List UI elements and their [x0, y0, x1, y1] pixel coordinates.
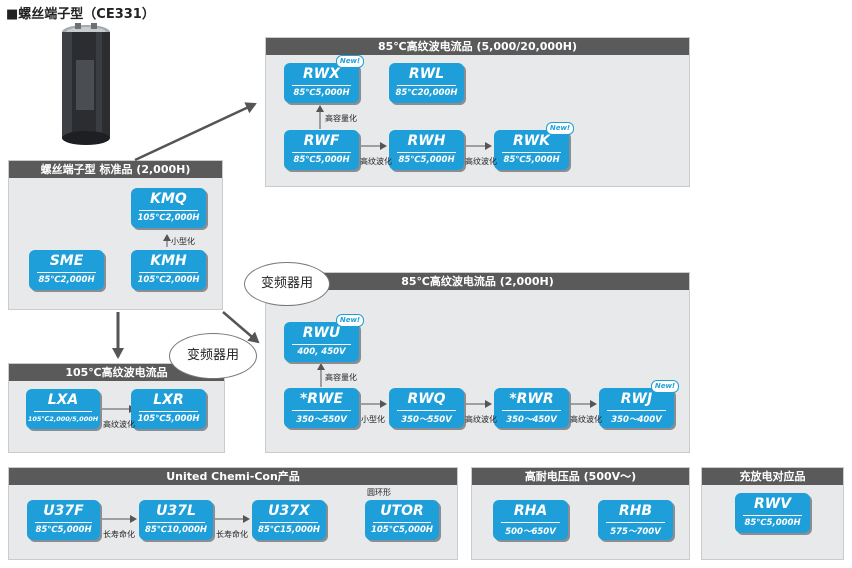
node-rwq-name: RWQ: [407, 391, 446, 407]
node-rwr-spec: 350～450V: [506, 415, 557, 425]
node-u37f[interactable]: U37F 85℃5,000H: [27, 500, 100, 540]
label-85long-high-ripple-2: 高纹波化: [465, 157, 497, 166]
node-rwr[interactable]: *RWR 350～450V: [494, 388, 569, 428]
node-rwf-name: RWF: [303, 133, 340, 149]
node-sme-spec: 85℃2,000H: [38, 275, 95, 285]
node-kmq[interactable]: KMQ 105℃2,000H: [131, 188, 206, 228]
node-rhb-spec: 575～700V: [610, 527, 661, 537]
panel-ripple85-2000-title: 85℃高纹波电流品 (2,000H): [266, 273, 689, 290]
node-u37x-spec: 85℃15,000H: [257, 525, 321, 535]
node-rwq[interactable]: RWQ 350～550V: [389, 388, 464, 428]
label-ucc-toroidal: 圆环形: [367, 488, 391, 497]
node-rwk-spec: 85℃5,000H: [503, 155, 560, 165]
node-u37l[interactable]: U37L 85℃10,000H: [139, 500, 213, 540]
node-kmh[interactable]: KMH 105℃2,000H: [131, 250, 206, 290]
node-lxa[interactable]: LXA 105℃2,000/5,000H: [26, 389, 100, 429]
node-u37f-spec: 85℃5,000H: [35, 525, 92, 535]
node-rwx-name: RWX: [302, 66, 341, 82]
new-badge: New!: [336, 314, 364, 327]
node-rhb[interactable]: RHB 575～700V: [598, 500, 673, 540]
node-rwe-prefix: *: [299, 391, 308, 407]
node-u37x[interactable]: U37X 85℃15,000H: [252, 500, 326, 540]
node-rwr-name: RWR: [516, 391, 554, 407]
node-rwf-spec: 85℃5,000H: [293, 155, 350, 165]
bubble-inverter-2: 变频器用: [169, 333, 257, 379]
node-utor-spec: 105℃5,000H: [370, 525, 434, 535]
label-85long-high-ripple-1: 高纹波化: [360, 157, 392, 166]
node-rwr-prefix: *: [509, 391, 517, 407]
node-rwv-spec: 85℃5,000H: [744, 518, 801, 528]
node-utor-name: UTOR: [380, 503, 424, 519]
node-utor[interactable]: UTOR 105℃5,000H: [365, 500, 439, 540]
label-ucc-long-life-1: 长寿命化: [103, 530, 135, 539]
node-rwj[interactable]: RWJ 350～400V New!: [599, 380, 679, 428]
label-standard-miniaturize: 小型化: [171, 237, 195, 246]
capacitor-image: [62, 23, 110, 145]
bubble-inverter-1: 变频器用: [244, 262, 330, 306]
node-lxr-spec: 105℃5,000H: [137, 414, 200, 424]
node-rwx[interactable]: RWX 85℃5,000H New!: [284, 55, 364, 103]
node-u37f-name: U37F: [43, 503, 84, 519]
node-kmh-name: KMH: [150, 253, 187, 269]
node-rwl[interactable]: RWL 85℃20,000H: [389, 63, 464, 103]
node-lxa-name: LXA: [47, 392, 79, 408]
node-rwx-spec: 85℃5,000H: [293, 88, 350, 98]
new-badge: New!: [336, 55, 364, 68]
panel-ripple105-title: 105℃高纹波电流品: [9, 364, 224, 381]
node-rwk[interactable]: RWK 85℃5,000H New!: [494, 122, 574, 170]
node-rwf[interactable]: RWF 85℃5,000H: [284, 130, 359, 170]
node-rha-name: RHA: [513, 503, 548, 519]
node-lxa-spec: 105℃2,000/5,000H: [27, 415, 99, 423]
label-85-2000-high-ripple-2: 高纹波化: [570, 415, 602, 424]
node-rwj-name: RWJ: [620, 391, 653, 407]
label-105-high-ripple: 高纹波化: [103, 420, 135, 429]
node-rwq-spec: 350～550V: [401, 415, 452, 425]
new-badge: New!: [546, 122, 574, 135]
panel-ripple85-long-title: 85℃高纹波电流品 (5,000/20,000H): [266, 38, 689, 55]
node-rwj-spec: 350～400V: [611, 415, 662, 425]
node-u37l-name: U37L: [156, 503, 196, 519]
node-rwl-spec: 85℃20,000H: [395, 88, 458, 98]
label-85-2000-miniaturize: 小型化: [361, 415, 385, 424]
node-rwe[interactable]: *RWE 350～550V: [284, 388, 359, 428]
node-rwe-name: RWE: [307, 391, 344, 407]
label-ucc-long-life-2: 长寿命化: [216, 530, 248, 539]
node-rwl-name: RWL: [408, 66, 445, 82]
node-rwv-name: RWV: [753, 496, 792, 512]
node-sme[interactable]: SME 85℃2,000H: [29, 250, 104, 290]
node-kmh-spec: 105℃2,000H: [137, 275, 200, 285]
node-rha-spec: 500～650V: [505, 527, 556, 537]
panel-ucc-title: United Chemi-Con产品: [9, 468, 457, 485]
panel-standard-title: 螺丝端子型 标准品 (2,000H): [9, 161, 222, 178]
node-rwk-name: RWK: [512, 133, 551, 149]
node-rwu-spec: 400, 450V: [297, 347, 346, 357]
node-rwu-name: RWU: [302, 325, 341, 341]
node-rwh-spec: 85℃5,000H: [398, 155, 455, 165]
node-lxr-name: LXR: [153, 392, 184, 408]
node-rwu[interactable]: RWU 400, 450V New!: [284, 314, 364, 362]
label-85-2000-high-ripple-1: 高纹波化: [465, 415, 497, 424]
new-badge: New!: [651, 380, 679, 393]
node-rwe-spec: 350～550V: [296, 415, 347, 425]
node-rwv[interactable]: RWV 85℃5,000H: [735, 493, 810, 533]
node-kmq-spec: 105℃2,000H: [137, 213, 200, 223]
node-u37x-name: U37X: [268, 503, 310, 519]
label-85-2000-high-capacity: 高容量化: [325, 373, 357, 382]
node-sme-name: SME: [49, 253, 84, 269]
panel-charge-title: 充放电对应品: [702, 468, 843, 485]
node-kmq-name: KMQ: [150, 191, 187, 207]
node-rhb-name: RHB: [618, 503, 653, 519]
label-85long-high-capacity: 高容量化: [325, 114, 357, 123]
panel-hv-title: 高耐电压品 (500V～): [472, 468, 689, 485]
node-rwh-name: RWH: [407, 133, 446, 149]
node-rwh[interactable]: RWH 85℃5,000H: [389, 130, 464, 170]
page-title: ■螺丝端子型（CE331）: [6, 7, 155, 22]
node-rha[interactable]: RHA 500～650V: [493, 500, 568, 540]
node-lxr[interactable]: LXR 105℃5,000H: [131, 389, 206, 429]
node-u37l-spec: 85℃10,000H: [144, 525, 208, 535]
